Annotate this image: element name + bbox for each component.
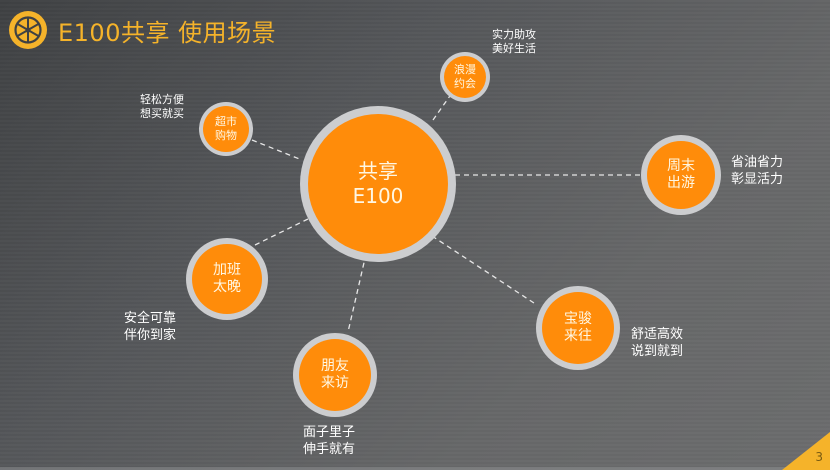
node-label: 来访 [321, 375, 349, 391]
caption-supermarket: 轻松方便 想买就买 [140, 93, 184, 121]
connector-supermarket [251, 139, 303, 161]
caption-guests: 舒适高效 说到就到 [631, 327, 684, 359]
node-romance[interactable]: 浪漫 约会 [444, 56, 486, 98]
node-label: 太晚 [213, 279, 241, 295]
slide-header: E100共享 使用场景 [8, 8, 276, 52]
caption-weekend: 省油省力 彰显活力 [731, 155, 784, 187]
node-label: 购物 [215, 129, 237, 142]
node-friends[interactable]: 朋友 来访 [299, 339, 371, 411]
node-label: 朋友 [321, 357, 349, 374]
node-label: 来往 [564, 328, 592, 344]
node-label: 约会 [454, 77, 476, 90]
node-label: 宝骏 [564, 310, 592, 327]
node-supermarket[interactable]: 超市 购物 [203, 106, 249, 152]
connector-romance [432, 92, 453, 121]
connector-friends [347, 253, 367, 333]
node-guests[interactable]: 宝骏 来往 [542, 292, 614, 364]
node-label: 出游 [667, 175, 695, 191]
node-label: 超市 [215, 115, 237, 129]
slide-title: E100共享 使用场景 [58, 18, 277, 47]
node-label: 周末 [667, 157, 695, 174]
caption-overtime: 安全可靠 伴你到家 [124, 311, 177, 343]
node-label: 加班 [213, 261, 241, 278]
page-number: 3 [815, 450, 823, 464]
center-line1: 共享 [358, 159, 398, 183]
wheel-icon [9, 11, 47, 49]
bottom-divider [0, 467, 800, 470]
center-node[interactable]: 共享 E100 [308, 114, 448, 254]
caption-friends: 面子里子 伸手就有 [303, 425, 356, 457]
connector-guests [431, 235, 538, 306]
node-label: 浪漫 [454, 63, 476, 77]
caption-romance: 实力助攻 美好生活 [492, 28, 536, 56]
connector-overtime [254, 217, 311, 246]
node-overtime[interactable]: 加班 太晚 [192, 244, 262, 314]
node-weekend[interactable]: 周末 出游 [647, 141, 715, 209]
center-line2: E100 [352, 184, 404, 208]
